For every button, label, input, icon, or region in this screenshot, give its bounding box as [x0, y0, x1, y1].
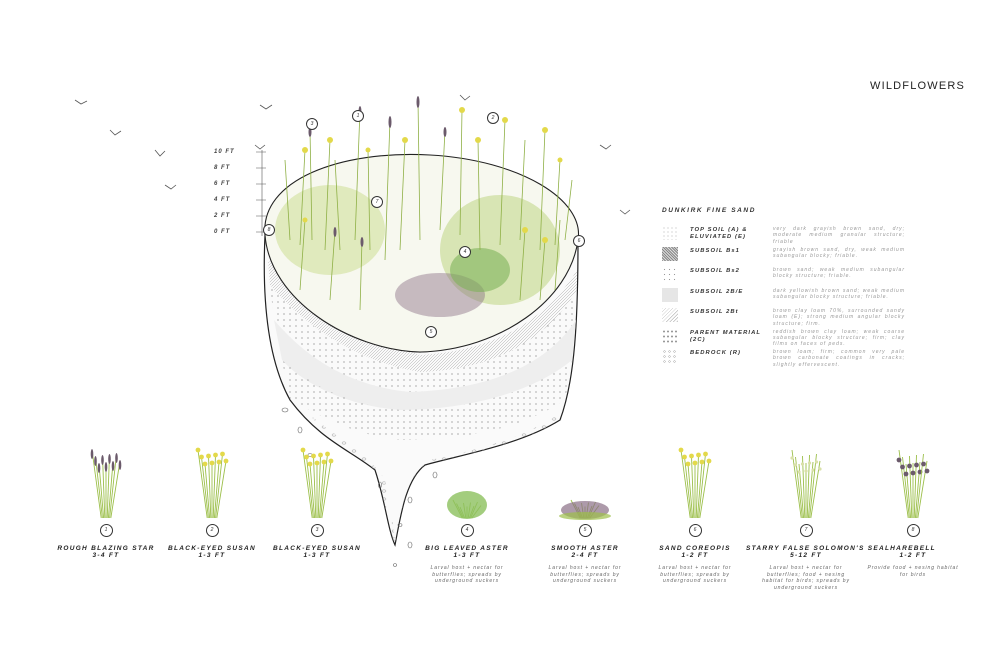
- plant-name: BLACK-EYED SUSAN: [168, 545, 256, 552]
- plant-illustration: [90, 449, 122, 519]
- legend-item: SUBSOIL Bs1 grayish brown sand, dry, weak…: [662, 246, 912, 268]
- legend-label: TOP SOIL (A) & ELUVIATED (E): [690, 227, 748, 240]
- plant-number: 3: [310, 524, 324, 537]
- callout-5: 5: [425, 326, 437, 338]
- callout-3: 3: [306, 118, 318, 130]
- topsoil-swatch: [662, 226, 678, 240]
- plant-illustration: [896, 449, 930, 519]
- soil-section-illustration: [74, 94, 631, 567]
- scale-label: 6 FT: [214, 181, 231, 187]
- 2be-swatch: [662, 287, 678, 302]
- legend-label: SUBSOIL Bs1: [690, 247, 741, 254]
- 2c-swatch: [662, 328, 678, 343]
- plant-name: BLACK-EYED SUSAN: [273, 545, 361, 552]
- legend-desc: brown sand; weak medium subangular block…: [773, 267, 905, 280]
- plant-description: Larval host + nectar for butterflies; sp…: [658, 565, 732, 584]
- plant-description: Larval host + nectar for butterflies; fo…: [762, 565, 850, 591]
- plant-description: Larval host + nectar for butterflies; sp…: [548, 565, 622, 584]
- legend-title: DUNKIRK FINE SAND: [662, 207, 757, 214]
- legend-item: TOP SOIL (A) & ELUVIATED (E) very dark gr…: [662, 226, 912, 247]
- scale-label: 2 FT: [214, 213, 231, 219]
- plant-height: 1-3 FT: [453, 552, 481, 559]
- scale-label: 4 FT: [214, 197, 231, 203]
- scale-label: 8 FT: [214, 165, 231, 171]
- legend-desc: very dark grayish brown sand, dry; moder…: [773, 226, 905, 245]
- plant-illustration: [559, 499, 611, 520]
- plant-number: 1: [99, 524, 113, 537]
- plant-name: HAREBELL: [890, 545, 936, 552]
- legend-desc: brown clay loam 70%, surrounded sandy lo…: [773, 308, 905, 327]
- legend-item: SUBSOIL 2B/E dark yellowish brown sand; w…: [662, 287, 912, 309]
- legend-item: BEDROCK (R) brown loam; firm; common very…: [662, 349, 912, 370]
- legend-item: SUBSOIL Bs2 brown sand; weak medium suban…: [662, 267, 912, 288]
- callout-2: 2: [487, 112, 499, 124]
- plant-number: 2: [205, 524, 219, 537]
- plant-number: 8: [906, 524, 920, 537]
- plant-card: 8 HAREBELL 1-2 FT Provide food + nesing …: [853, 440, 973, 578]
- plant-illustration: [447, 491, 487, 519]
- legend-item: PARENT MATERIAL (2C) reddish brown clay l…: [662, 328, 912, 350]
- wildflower-mass: [275, 96, 573, 317]
- soil-legend: DUNKIRK FINE SAND TOP SOIL (A) & ELUVIAT…: [662, 207, 912, 370]
- plant-card: 1 ROUGH BLAZING STAR 3-4 FT: [46, 440, 166, 559]
- callout-7: 7: [371, 196, 383, 208]
- plant-card: 4 BIG LEAVED ASTER 1-3 FT Larval host + …: [407, 440, 527, 585]
- legend-desc: dark yellowish brown sand; weak medium s…: [773, 287, 905, 300]
- plant-card: 2 BLACK-EYED SUSAN 1-3 FT: [152, 440, 272, 559]
- legend-label: PARENT MATERIAL (2C): [690, 329, 761, 343]
- plant-number: 4: [460, 524, 474, 537]
- plant-name: SMOOTH ASTER: [551, 545, 619, 552]
- plant-card: 7 STARRY FALSE SOLOMON'S SEAL 5-12 FT La…: [746, 440, 891, 591]
- bedrock-swatch: [662, 349, 678, 363]
- scale-label: 0 FT: [214, 229, 231, 235]
- plant-name: SAND COREOPIS: [659, 545, 731, 552]
- 2bt-swatch: [662, 308, 678, 322]
- plant-name: ROUGH BLAZING STAR: [57, 545, 155, 552]
- plant-height: 1-2 FT: [681, 552, 709, 559]
- plant-description: Larval host + nectar for butterflies; sp…: [430, 565, 504, 584]
- scale-label: 10 FT: [214, 149, 235, 155]
- plant-height: 5-12 FT: [790, 552, 822, 559]
- legend-label: SUBSOIL Bs2: [690, 268, 741, 274]
- plant-number: 6: [688, 524, 702, 537]
- plant-illustration: [790, 449, 822, 519]
- legend-desc: reddish brown clay loam; weak coarse sub…: [773, 328, 905, 348]
- callout-4: 4: [459, 246, 471, 258]
- plant-card: 3 BLACK-EYED SUSAN 1-3 FT: [257, 440, 377, 559]
- plant-name: BIG LEAVED ASTER: [425, 545, 509, 552]
- legend-label: SUBSOIL 2B/E: [690, 288, 744, 295]
- plant-card: 6 SAND COREOPIS 1-2 FT Larval host + nec…: [635, 440, 755, 585]
- plant-height: 1-3 FT: [303, 552, 331, 559]
- bs1-swatch: [662, 246, 678, 261]
- plant-illustration: [195, 447, 229, 519]
- plant-description: Provide food + nesing habitat for birds: [867, 565, 959, 578]
- legend-label: SUBSOIL 2Bt: [690, 309, 739, 315]
- callout-8: 8: [263, 224, 275, 236]
- plant-number: 5: [578, 524, 592, 537]
- legend-desc: grayish brown sand, dry, weak medium sub…: [773, 246, 905, 259]
- callout-1: 1: [352, 110, 364, 122]
- plant-name: STARRY FALSE SOLOMON'S SEAL: [746, 545, 891, 552]
- bs2-swatch: [662, 267, 678, 281]
- plant-number: 7: [799, 524, 813, 537]
- callout-6: 6: [573, 235, 585, 247]
- plant-height: 3-4 FT: [92, 552, 120, 559]
- legend-label: BEDROCK (R): [690, 350, 742, 356]
- plant-height: 2-4 FT: [571, 552, 599, 559]
- legend-item: SUBSOIL 2Bt brown clay loam 70%, surround…: [662, 308, 912, 329]
- birds: [74, 94, 631, 215]
- plant-card: 5 SMOOTH ASTER 2-4 FT Larval host + nect…: [525, 440, 645, 585]
- plant-illustration: [300, 447, 334, 519]
- legend-desc: brown loam; firm; common very pale brown…: [773, 349, 905, 368]
- plant-height: 1-2 FT: [899, 552, 927, 559]
- plant-illustration: [678, 447, 712, 519]
- plant-height: 1-3 FT: [198, 552, 226, 559]
- page-title: WILDFLOWERS: [870, 80, 966, 92]
